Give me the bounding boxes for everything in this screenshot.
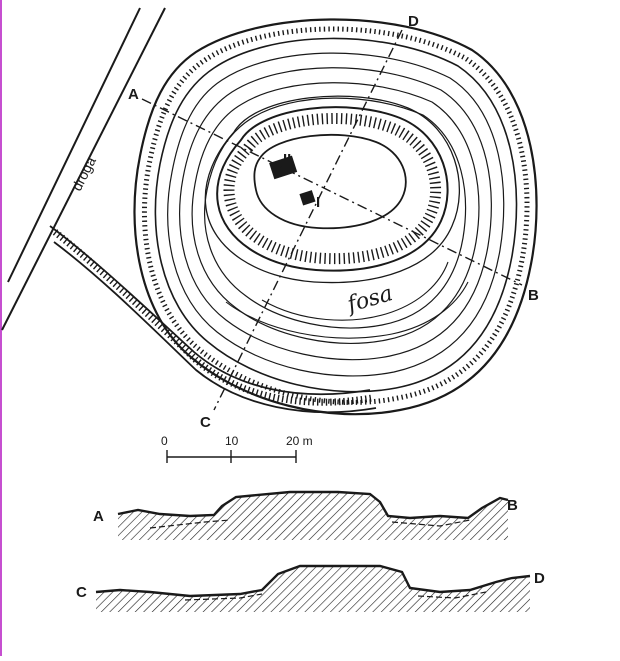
scale-tick-10: 10 (225, 434, 239, 448)
section-label-b: B (528, 287, 539, 304)
profile-a-b: A B (93, 490, 518, 540)
trench-1-marker (299, 190, 316, 206)
section-lines: A B C D (128, 13, 539, 431)
lower-arc-ramparts (49, 225, 377, 414)
outer-rampart (133, 18, 538, 416)
profile-c-d: C D (76, 564, 545, 612)
section-label-a: A (128, 86, 139, 103)
road-label: droga (68, 154, 99, 193)
scale-tick-20: 20 m (286, 434, 313, 448)
trenches: II I (269, 151, 320, 211)
scale-bar: 0 10 20 m (161, 434, 313, 463)
scale-tick-0: 0 (161, 434, 168, 448)
contour-lines (167, 52, 505, 377)
section-label-c: C (200, 414, 211, 431)
trench-2-marker (269, 155, 298, 180)
profile-label-a: A (93, 508, 104, 525)
profile-label-c: C (76, 584, 87, 601)
section-label-d: D (408, 13, 419, 30)
road: droga (1, 7, 166, 331)
profile-label-d: D (534, 570, 545, 587)
moat-label: fosa (343, 281, 396, 318)
trench-2-label: II (283, 151, 291, 168)
profile-label-b: B (507, 497, 518, 514)
trench-1-label: I (316, 194, 320, 211)
